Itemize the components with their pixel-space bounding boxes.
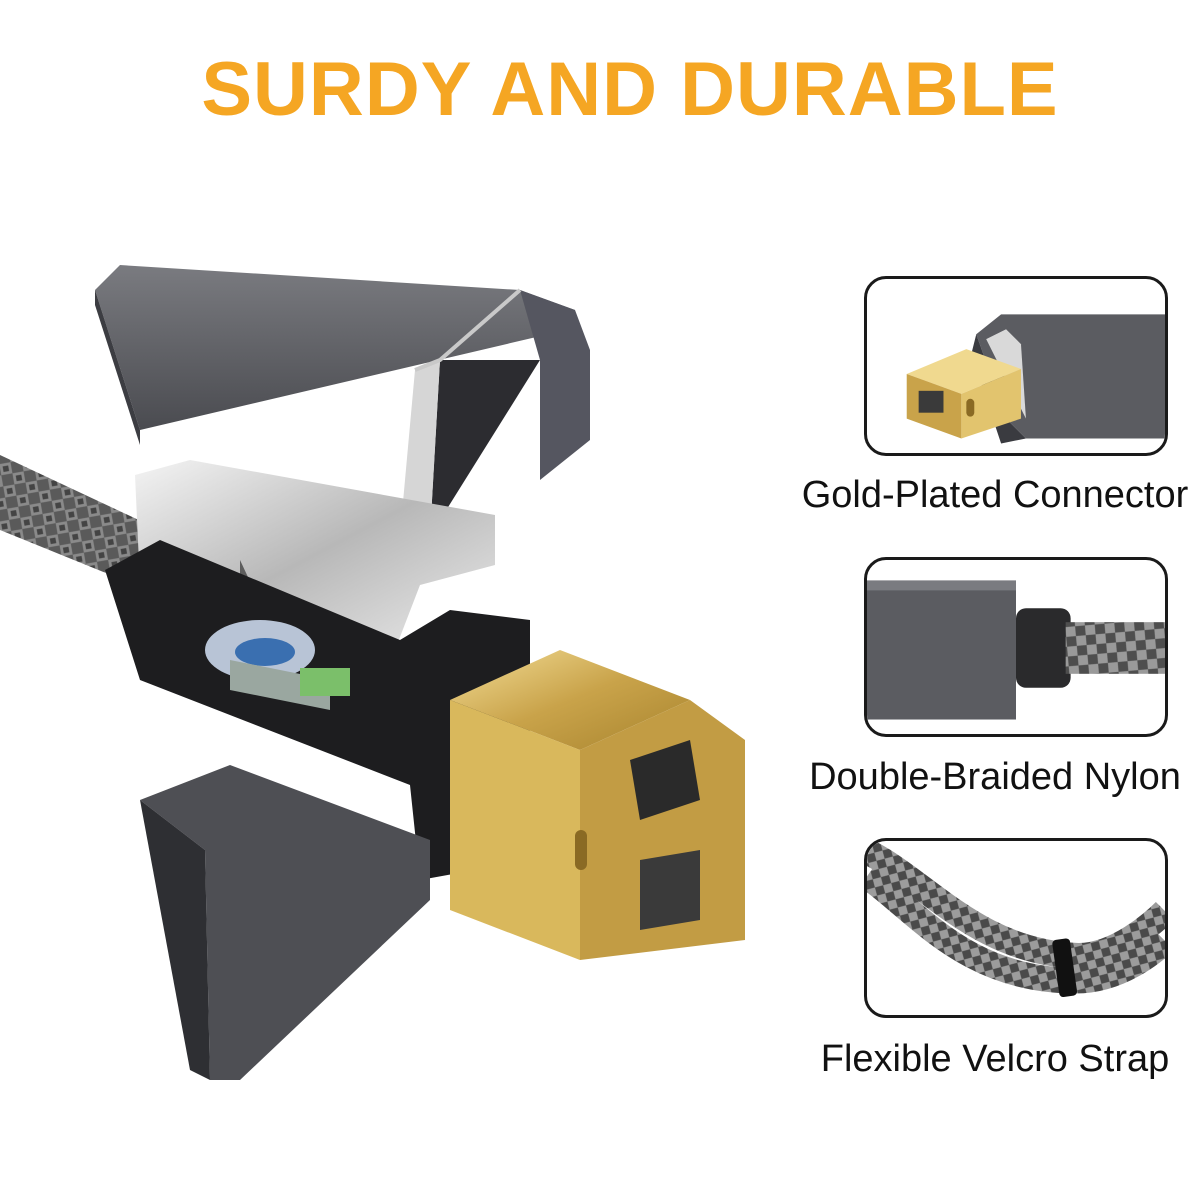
gold-connector-head: [450, 650, 745, 960]
feature-card-braided-nylon: [864, 557, 1168, 737]
usb-b-connector-exploded-view: [0, 240, 790, 1080]
top-shell-cover: [95, 265, 590, 535]
braided-cable: [0, 455, 160, 595]
inner-frame: [105, 540, 530, 880]
feature-caption-velcro-strap: Flexible Velcro Strap: [820, 1038, 1170, 1080]
feature-card-gold-plated: [864, 276, 1168, 456]
braided-nylon-cable-icon: [867, 580, 1165, 720]
velcro-strap-cable-icon: [867, 841, 1165, 997]
headline: SURDY AND DURABLE: [201, 47, 1059, 132]
feature-card-velcro-strap: [864, 838, 1168, 1018]
feature-caption-braided-nylon: Double-Braided Nylon: [809, 756, 1181, 798]
bottom-shell: [140, 765, 430, 1080]
feature-caption-gold-plated: Gold-Plated Connector: [801, 474, 1189, 516]
internal-wires: [205, 620, 350, 710]
gold-plated-usb-b-icon: [906, 314, 1165, 444]
